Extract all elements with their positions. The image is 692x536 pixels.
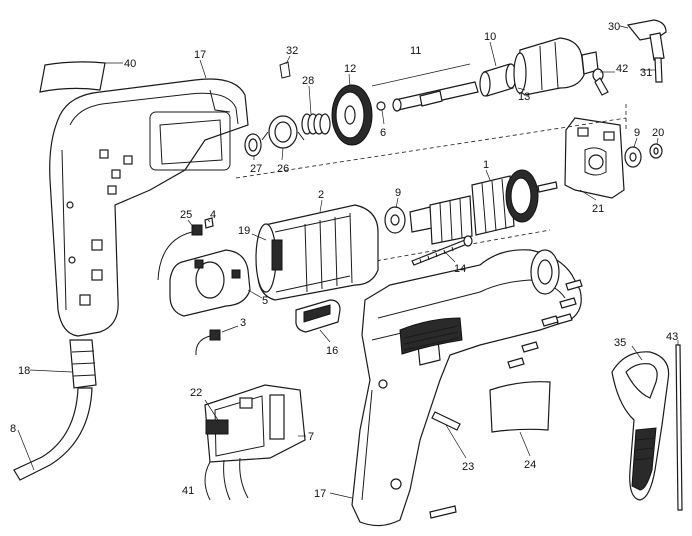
callout-10: 10 [484, 31, 496, 43]
callout-9-right: 9 [634, 127, 640, 139]
callout-32: 32 [286, 45, 298, 57]
callout-28: 28 [302, 75, 314, 87]
bearing-9-right [624, 146, 642, 168]
pin-31 [654, 57, 663, 83]
callout-6: 6 [380, 127, 386, 139]
callout-17-bottom: 17 [314, 488, 326, 500]
stator-2 [255, 204, 379, 301]
callout-20: 20 [652, 127, 664, 139]
callout-35: 35 [614, 337, 626, 349]
callout-21: 21 [592, 203, 604, 215]
screws-23 [429, 279, 583, 519]
switch-assembly [204, 384, 306, 501]
callout-30: 30 [608, 21, 620, 33]
label-band-24 [489, 381, 551, 457]
callout-8: 8 [10, 423, 16, 435]
clip-32 [279, 61, 291, 79]
callout-40: 40 [124, 58, 136, 70]
brush-3 [195, 325, 239, 356]
callout-16: 16 [326, 345, 338, 357]
alignment-dash-top [235, 117, 627, 179]
callout-14: 14 [454, 263, 466, 275]
callout-27: 27 [250, 163, 262, 175]
chuck-13 [513, 37, 599, 96]
cord-assembly [13, 339, 97, 481]
callout-41: 41 [182, 485, 194, 497]
depth-rod-43 [675, 340, 683, 511]
callout-3: 3 [240, 317, 246, 329]
sleeve-10 [479, 63, 517, 97]
end-plate-21 [564, 117, 625, 199]
callout-19: 19 [238, 225, 250, 237]
armature-1 [409, 169, 558, 245]
callout-7: 7 [308, 431, 314, 443]
callout-1: 1 [483, 159, 489, 171]
callout-5: 5 [262, 295, 268, 307]
callout-23: 23 [462, 461, 474, 473]
callout-2: 2 [318, 189, 324, 201]
screw-14 [411, 235, 473, 266]
brush-ring-5 [169, 249, 263, 317]
spring-28 [301, 113, 331, 135]
side-handle-35 [611, 345, 670, 501]
brush-holder-25 [157, 217, 214, 281]
bearing-holder-26 [261, 115, 305, 149]
chuck-key-30 [619, 19, 667, 61]
callout-43: 43 [666, 331, 678, 343]
gear-12 [331, 84, 373, 146]
callout-24: 24 [524, 459, 536, 471]
callout-13: 13 [518, 91, 530, 103]
label-band-40 [39, 61, 123, 93]
callout-22: 22 [190, 387, 202, 399]
callout-9-middle: 9 [395, 187, 401, 199]
callout-26: 26 [277, 163, 289, 175]
washer-20 [649, 143, 663, 159]
callout-18: 18 [18, 365, 30, 377]
callout-31: 31 [640, 67, 652, 79]
lock-button-16 [295, 299, 341, 343]
bearing-27 [244, 133, 262, 157]
ball-6 [376, 101, 386, 111]
callout-12: 12 [344, 63, 356, 75]
callout-4: 4 [210, 209, 216, 221]
callout-11: 11 [410, 45, 421, 57]
left-housing-half [49, 78, 249, 337]
spindle-11 [371, 63, 479, 112]
right-housing-half [329, 249, 582, 527]
bearing-9-middle [384, 206, 406, 234]
screw-42 [592, 68, 609, 96]
callout-17-top: 17 [194, 49, 206, 61]
callout-25: 25 [180, 209, 192, 221]
callout-42: 42 [616, 63, 628, 75]
